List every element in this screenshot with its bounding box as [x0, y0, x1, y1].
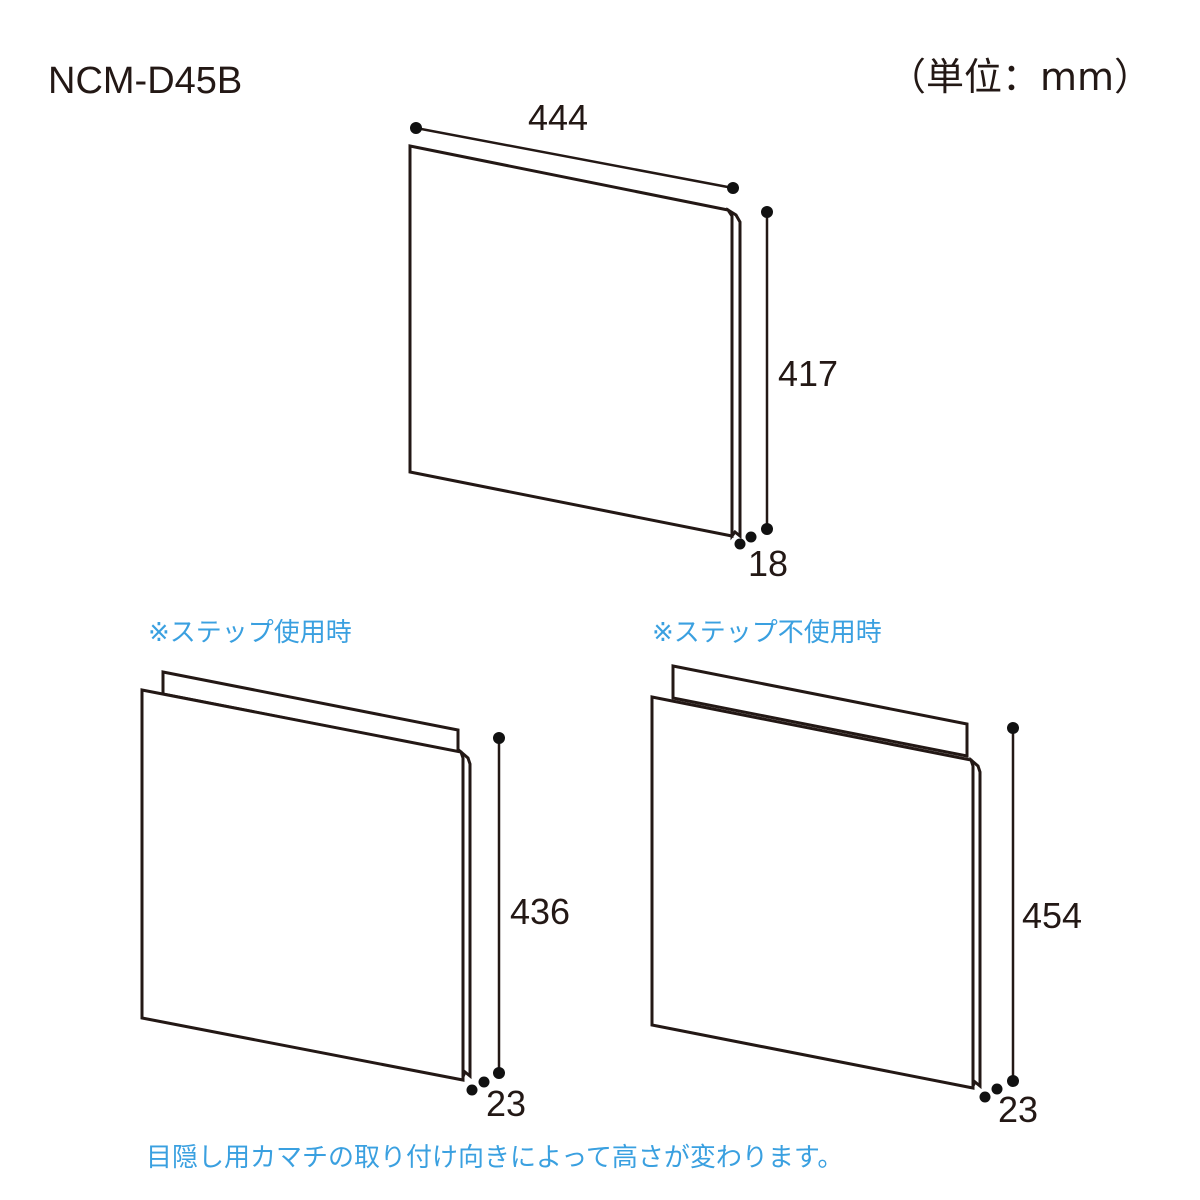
height-dim-top-dot	[1007, 722, 1019, 734]
top-panel-width-label: 444	[528, 97, 589, 138]
thickness-dim-dot-a	[734, 538, 746, 550]
top-panel-thickness-label: 18	[748, 543, 789, 584]
height-dim-bottom-dot	[761, 523, 773, 535]
height-dim-top-dot	[761, 206, 773, 218]
step-used-thickness-label: 23	[486, 1083, 527, 1124]
panel-step-unused-kamachi	[671, 664, 969, 758]
step-unused-height-label: 454	[1022, 895, 1083, 936]
top-panel-height-label: 417	[778, 353, 839, 394]
footer-note: 目隠し用カマチの取り付け向きによって高さが変わります。	[146, 1143, 844, 1173]
step-used-caption: ※ステップ使用時	[148, 618, 352, 648]
height-dim-bottom-dot	[493, 1067, 505, 1079]
unit-label: （単位：mm）	[887, 55, 1152, 99]
width-dimension-line	[415, 126, 734, 190]
height-dim-bottom-dot	[1007, 1075, 1019, 1087]
step-used-height-label: 436	[510, 891, 571, 932]
panel-step-unused	[650, 664, 1019, 1103]
step-unused-caption: ※ステップ不使用時	[652, 618, 882, 648]
height-dim-top-dot	[493, 732, 505, 744]
panel-step-unused-face	[650, 695, 975, 1090]
thickness-dim-dot-b	[991, 1083, 1003, 1095]
panel-step-used-face	[140, 688, 465, 1082]
thickness-dim-dot-a	[466, 1084, 478, 1096]
panel-top-face	[408, 144, 734, 538]
width-dim-start-dot	[410, 122, 422, 134]
thickness-dim-dot-b	[478, 1076, 490, 1088]
panel-step-used	[140, 670, 505, 1096]
thickness-dim-dot-b	[745, 531, 757, 543]
step-unused-thickness-label: 23	[998, 1089, 1039, 1130]
panel-top	[408, 122, 773, 550]
model-name: NCM-D45B	[48, 60, 243, 102]
thickness-dim-dot-a	[979, 1091, 991, 1103]
width-dim-end-dot	[727, 182, 739, 194]
